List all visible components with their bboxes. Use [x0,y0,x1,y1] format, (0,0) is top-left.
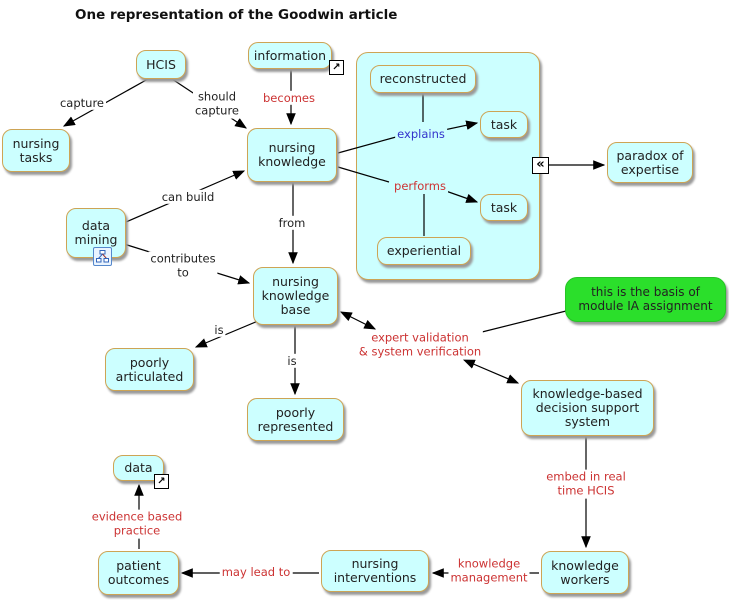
node-nursing-knowledge-base[interactable]: nursing knowledge base [253,267,338,325]
node-experiential[interactable]: experiential [377,237,471,265]
link-evidence-based-practice[interactable]: evidence based practice [89,509,185,539]
link-knowledge-management-line1: knowledge [457,556,521,571]
node-poorly-represented[interactable]: poorly represented [247,398,344,441]
node-nursing-knowledge[interactable]: nursing knowledge [247,128,337,182]
link-expert-validation-line1: expert validation [371,330,469,345]
node-task-top[interactable]: task [480,111,528,138]
edge-nkb-expert-validation [339,311,377,330]
link-may-lead-to[interactable]: may lead to [219,564,293,580]
link-contributes-to[interactable]: contributes to [148,251,218,281]
link-knowledge-management-line2: management [450,571,528,585]
collapse-chevron-icon[interactable]: « [532,157,549,174]
link-capture[interactable]: capture [57,95,107,111]
edge-nursing-knowledge-explains [337,136,397,154]
link-performs[interactable]: performs [392,178,448,194]
link-knowledge-management[interactable]: knowledge management [448,556,530,586]
edge-nursing-knowledge-performs [337,166,390,183]
edge-performs-task [442,189,479,203]
concept-map-icon[interactable] [93,247,112,266]
node-task-bottom[interactable]: task [480,194,528,221]
link-embed-in-real-time-hcis[interactable]: embed in real time HCIS [544,469,628,499]
node-information[interactable]: information [248,42,332,69]
node-hcis[interactable]: HCIS [136,50,186,79]
node-knowledge-based-dss[interactable]: knowledge-based decision support system [521,380,654,436]
edge-nkb-poorly-articulated [194,320,259,348]
concept-map-glyph [96,250,109,263]
external-link-icon[interactable]: ↗ [329,60,344,75]
external-link-icon[interactable]: ↗ [154,474,169,489]
link-evidence-line2: practice [113,524,161,538]
link-is-left[interactable]: is [212,322,226,338]
node-nursing-tasks[interactable]: nursing tasks [2,129,70,172]
link-expert-validation-line2: & system verification [358,345,482,359]
node-poorly-articulated[interactable]: poorly articulated [105,348,194,391]
link-becomes[interactable]: becomes [260,90,318,106]
node-nursing-interventions[interactable]: nursing interventions [321,550,429,592]
node-assignment-note[interactable]: this is the basis of module IA assignmen… [565,277,726,322]
edge-green-note-expert-validation [477,310,567,334]
edge-explains-task [443,120,479,131]
link-from[interactable]: from [276,215,308,231]
map-title: One representation of the Goodwin articl… [75,7,398,23]
edge-expert-validation-kbdss [462,359,520,384]
node-knowledge-workers[interactable]: knowledge workers [541,551,629,594]
link-can-build[interactable]: can build [159,189,217,205]
link-embed-line1: embed in real [546,469,626,484]
link-should-capture-line2: capture [194,104,240,118]
link-explains[interactable]: explains [395,126,447,142]
node-paradox-of-expertise[interactable]: paradox of expertise [607,142,693,183]
link-expert-validation[interactable]: expert validation & system verification [356,330,484,360]
link-contributes-line2: to [177,266,189,280]
link-embed-line2: time HCIS [557,484,615,498]
link-should-capture[interactable]: should capture [192,89,242,119]
link-contributes-line1: contributes [150,251,216,266]
link-evidence-line1: evidence based [91,509,183,524]
link-is-center[interactable]: is [285,353,299,369]
node-patient-outcomes[interactable]: patient outcomes [98,551,179,595]
node-reconstructed[interactable]: reconstructed [370,65,476,93]
link-should-capture-line1: should [197,89,237,104]
